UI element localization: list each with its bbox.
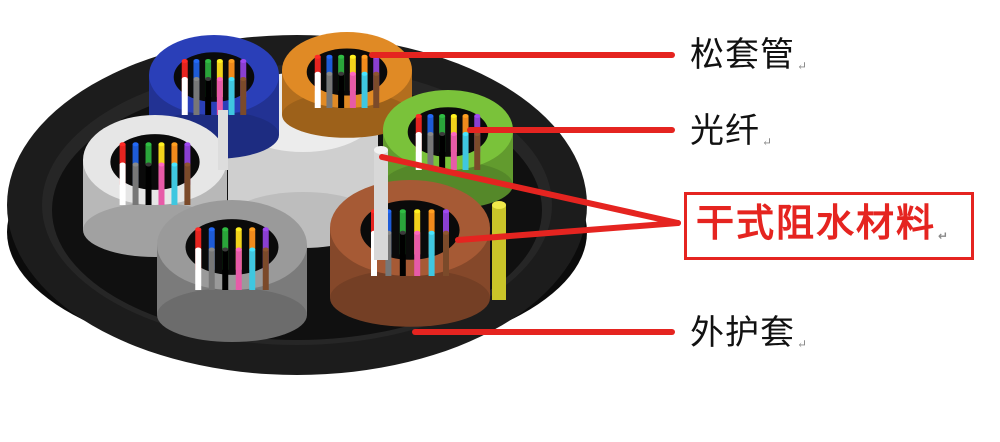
fiber (132, 162, 139, 205)
label-dry-water-blocking: 干式阻水材料↵ (696, 201, 951, 245)
fiber (399, 230, 406, 276)
fiber (262, 247, 269, 290)
fiber (193, 77, 200, 115)
fiber (443, 230, 449, 276)
fiber (314, 71, 321, 108)
return-mark: ↵ (797, 59, 809, 73)
return-mark: ↵ (762, 135, 774, 149)
loose-tubes (83, 32, 513, 342)
fiber (184, 162, 191, 205)
pointer-dry-water-blocking-2 (455, 220, 681, 243)
pointer-dry-water-blocking-1 (379, 154, 681, 226)
fiber (249, 247, 256, 290)
fiber (158, 162, 165, 205)
fiber (145, 162, 152, 205)
label-loose-tube: 松套管↵ (690, 35, 809, 75)
return-mark: ↵ (797, 337, 809, 351)
water-blocking-yarns (218, 110, 506, 300)
fiber (349, 71, 356, 108)
fiber (474, 132, 481, 170)
fiber (240, 77, 247, 115)
fiber (428, 230, 435, 276)
fiber (119, 162, 126, 205)
label-optical-fiber: 光纤↵ (690, 111, 774, 151)
fiber (195, 247, 202, 290)
pointer-lines (369, 52, 681, 335)
fiber (205, 77, 212, 115)
fiber (228, 77, 235, 115)
fiber (171, 162, 178, 205)
label-box-dry-water-blocking (684, 192, 974, 260)
tube-green (383, 90, 513, 209)
fiber (361, 71, 368, 108)
fiber (222, 247, 229, 290)
tube-brown (330, 180, 490, 327)
fiber (235, 247, 242, 290)
fiber (462, 132, 469, 170)
fiber (181, 77, 188, 115)
return-mark: ↵ (938, 229, 951, 243)
fiber (414, 230, 421, 276)
tube-gray (157, 200, 307, 342)
label-outer-sheath: 外护套↵ (690, 313, 809, 353)
fiber (338, 71, 345, 108)
fiber (427, 132, 434, 170)
fiber (415, 132, 422, 170)
fiber (439, 132, 446, 170)
fiber (373, 71, 380, 108)
fiber (450, 132, 457, 170)
tube-orange (282, 32, 412, 138)
fiber (326, 71, 333, 108)
fiber (208, 247, 215, 290)
fiber (216, 77, 223, 115)
